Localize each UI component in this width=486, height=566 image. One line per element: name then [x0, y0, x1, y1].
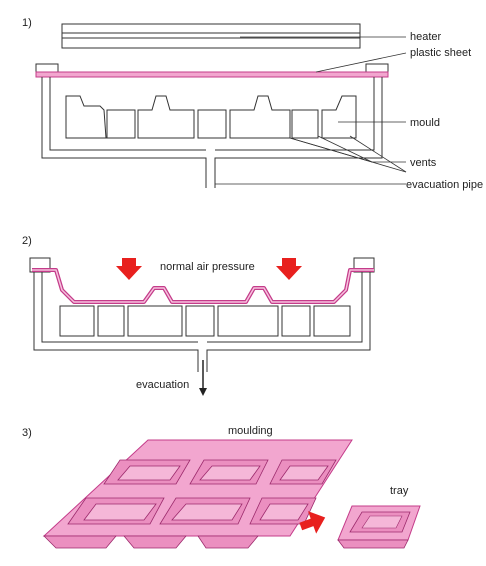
- label-evacuation: evacuation: [136, 379, 189, 391]
- step-3: 3) moulding tray: [22, 425, 421, 549]
- plastic-sheet: [35, 71, 389, 78]
- moulding-to-tray-arrow: [299, 511, 326, 534]
- air-pressure-arrow-right: [276, 258, 302, 280]
- step-number-1: 1): [22, 17, 32, 29]
- tray: [337, 505, 421, 549]
- step-number-3: 3): [22, 427, 32, 439]
- heater: [61, 23, 361, 49]
- air-pressure-arrow-left: [116, 258, 142, 280]
- mould: [65, 95, 357, 139]
- vacuum-chamber: [29, 257, 375, 372]
- label-vents: vents: [410, 157, 437, 169]
- mould: [59, 305, 351, 337]
- label-heater: heater: [410, 31, 442, 43]
- evacuation-arrow-head: [199, 388, 207, 396]
- label-moulding: moulding: [228, 425, 273, 437]
- plastic-sheet-formed: [32, 268, 374, 304]
- label-tray: tray: [390, 485, 409, 497]
- label-mould: mould: [410, 117, 440, 129]
- label-plastic-sheet: plastic sheet: [410, 47, 471, 59]
- moulding: [42, 439, 353, 549]
- plastic-sheet-highlight: [32, 269, 374, 303]
- label-air-pressure: normal air pressure: [160, 261, 255, 273]
- label-evacuation-pipe: evacuation pipe: [406, 179, 483, 191]
- step-number-2: 2): [22, 235, 32, 247]
- step-2: 2) normal air pressure: [22, 235, 375, 396]
- label-leaders: [215, 36, 407, 185]
- step-1: 1): [22, 17, 483, 191]
- vacuum-chamber: [41, 77, 383, 188]
